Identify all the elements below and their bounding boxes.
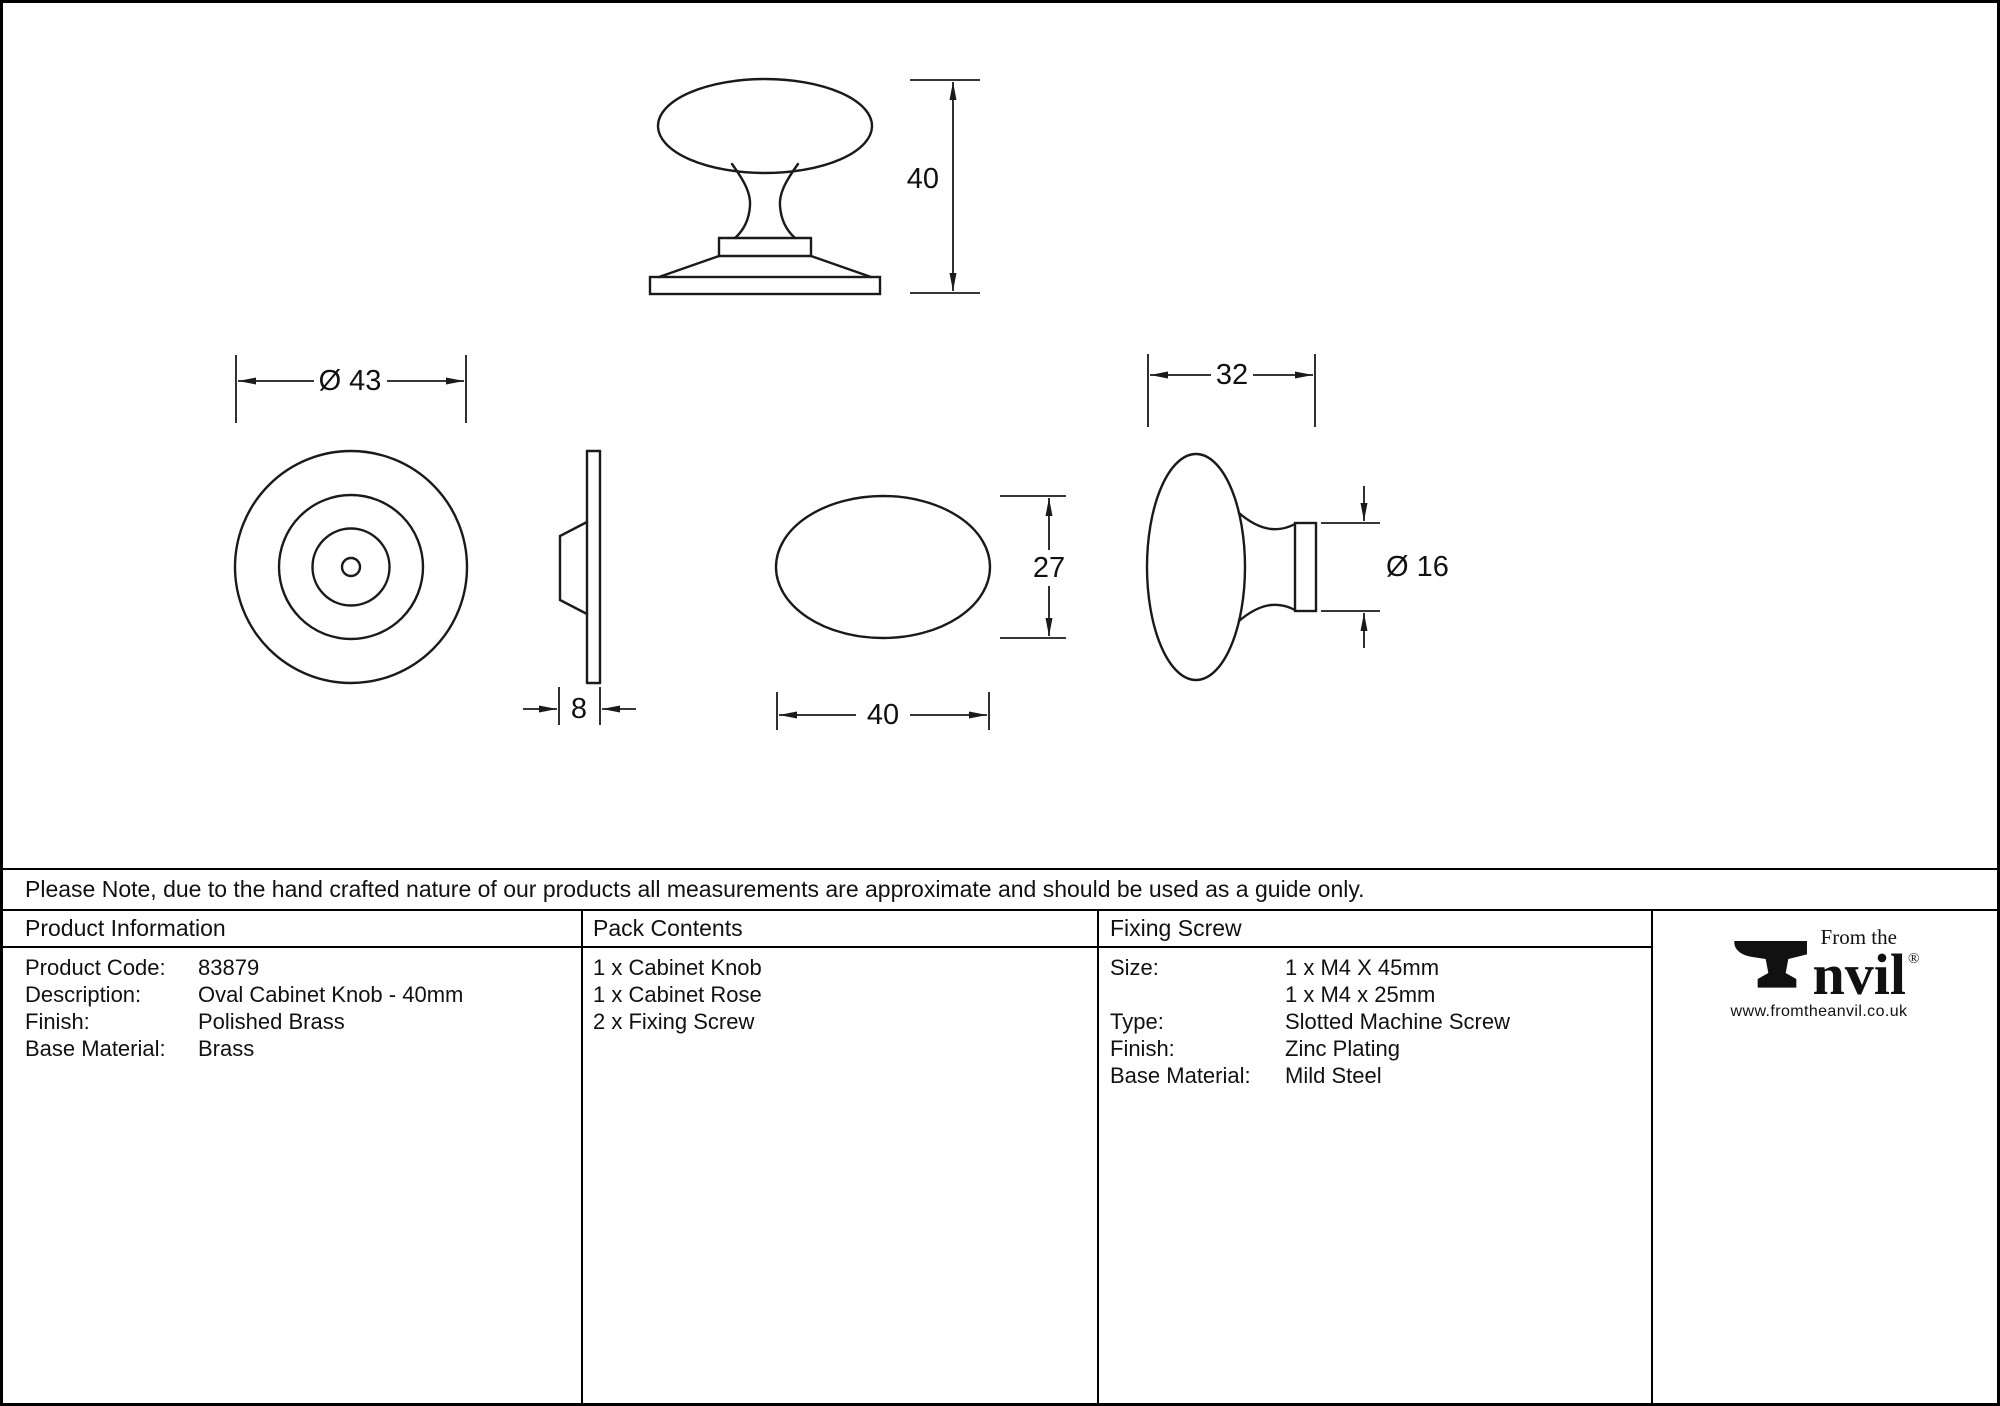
table-row: Product Code: 83879 <box>3 954 581 981</box>
technical-drawing-area: 40 Ø 43 <box>3 3 1997 868</box>
table-row: Base Material: Mild Steel <box>1099 1062 1651 1089</box>
dim-neck-diameter: Ø 16 <box>1321 486 1449 648</box>
field-value: Polished Brass <box>198 1009 345 1034</box>
dim-label-front-height: 40 <box>907 163 939 195</box>
product-info-table: Product Information Pack Contents Fixing… <box>3 911 1997 1403</box>
header-fixing-screw: Fixing Screw <box>1097 911 1651 948</box>
field-label <box>1110 981 1285 1008</box>
field-label: Description: <box>25 982 142 1007</box>
logo-url: www.fromtheanvil.co.uk <box>1730 1002 1908 1020</box>
logo-brand-text: nvil <box>1812 942 1907 1007</box>
table-row: Size: 1 x M4 X 45mm <box>1099 954 1651 981</box>
knob-side-view <box>1145 452 1318 682</box>
knob-front-view <box>648 77 882 296</box>
note-text: Please Note, due to the hand crafted nat… <box>25 876 1365 902</box>
field-label: Base Material: <box>1110 1063 1251 1088</box>
dim-oval-minor: 27 <box>1000 495 1066 639</box>
field-value: Brass <box>198 1036 255 1061</box>
table-row: Base Material: Brass <box>3 1035 581 1062</box>
anvil-icon <box>1733 940 1807 988</box>
logo-words: From the nvil ® <box>1812 925 1920 1007</box>
dim-oval-major: 40 <box>776 692 990 731</box>
field-value: Mild Steel <box>1285 1063 1382 1088</box>
pack-item: 2 x Fixing Screw <box>593 1009 755 1034</box>
field-label: Base Material: <box>25 1036 166 1061</box>
rose-side-view <box>558 449 602 685</box>
header-label: Fixing Screw <box>1110 915 1242 941</box>
table-row: Description: Oval Cabinet Knob - 40mm <box>3 981 581 1008</box>
field-value: 1 x M4 X 45mm <box>1285 955 1440 980</box>
table-row: Finish: Polished Brass <box>3 1008 581 1035</box>
header-label: Product Information <box>25 915 226 941</box>
dim-label-neck-diameter: Ø 16 <box>1386 551 1449 583</box>
anvil-logo: From the nvil ® www.fromtheanvil.co.uk <box>1731 925 1920 1021</box>
pack-item: 1 x Cabinet Knob <box>593 955 762 980</box>
drawing-canvas: 40 Ø 43 <box>233 77 1449 731</box>
logo-lockup: From the nvil ® <box>1731 925 1920 1007</box>
dim-label-side-projection: 32 <box>1216 359 1248 391</box>
approximation-note: Please Note, due to the hand crafted nat… <box>3 868 1997 911</box>
dim-rose-depth: 8 <box>523 687 636 725</box>
header-pack-contents: Pack Contents <box>581 911 1097 948</box>
table-row: Type: Slotted Machine Screw <box>1099 1008 1651 1035</box>
field-value: 1 x M4 x 25mm <box>1285 982 1436 1007</box>
dim-label-oval-minor: 27 <box>1033 552 1065 584</box>
logo-wordmark: nvil ® <box>1812 942 1920 1007</box>
field-label: Finish: <box>25 1009 90 1034</box>
field-label: Finish: <box>1110 1036 1175 1061</box>
dim-label-rose-depth: 8 <box>571 693 587 725</box>
dim-label-oval-major: 40 <box>867 699 899 731</box>
field-label: Type: <box>1110 1009 1164 1034</box>
product-information-cell: Product Code: 83879 Description: Oval Ca… <box>3 948 581 1403</box>
fixing-screw-cell: Size: 1 x M4 X 45mm 1 x M4 x 25mm Type: … <box>1097 948 1651 1403</box>
rose-top-view <box>233 449 469 685</box>
table-row: 1 x M4 x 25mm <box>1099 981 1651 1008</box>
dim-rose-diameter: Ø 43 <box>235 355 467 423</box>
dim-side-projection: 32 <box>1147 354 1316 427</box>
table-row: Finish: Zinc Plating <box>1099 1035 1651 1062</box>
dim-front-height: 40 <box>907 79 980 294</box>
knob-top-view <box>774 494 992 640</box>
registered-mark-icon: ® <box>1908 951 1920 967</box>
pack-contents-cell: 1 x Cabinet Knob 1 x Cabinet Rose 2 x Fi… <box>581 948 1097 1403</box>
header-product-information: Product Information <box>3 911 581 948</box>
pack-list: 1 x Cabinet Knob 1 x Cabinet Rose 2 x Fi… <box>583 954 1097 1035</box>
field-value: 83879 <box>198 955 260 980</box>
field-label: Size: <box>1110 955 1159 980</box>
brand-logo-cell: From the nvil ® www.fromtheanvil.co.uk <box>1651 911 1997 1403</box>
header-label: Pack Contents <box>593 915 743 941</box>
field-value: Oval Cabinet Knob - 40mm <box>198 982 464 1007</box>
field-label: Product Code: <box>25 955 166 980</box>
pack-item: 1 x Cabinet Rose <box>593 982 762 1007</box>
field-value: Zinc Plating <box>1285 1036 1400 1061</box>
dim-label-rose-diameter: Ø 43 <box>319 365 382 397</box>
field-value: Slotted Machine Screw <box>1285 1009 1510 1034</box>
logo-tagline: From the <box>1820 925 1897 949</box>
